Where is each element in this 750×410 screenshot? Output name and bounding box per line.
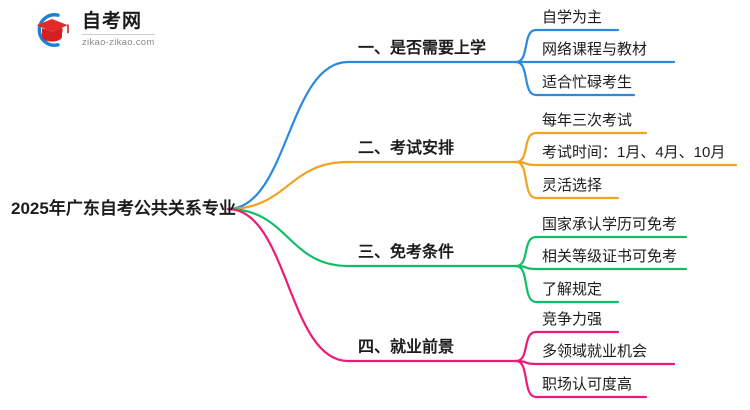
connector-line: [514, 28, 620, 64]
logo-mark-icon: [28, 10, 74, 50]
leaf-label-3-2[interactable]: 相关等级证书可免考: [542, 248, 678, 265]
leaf-label-4-2[interactable]: 多领域就业机会: [542, 343, 648, 360]
logo-title: 自考网: [82, 12, 155, 36]
leaf-label-4-3[interactable]: 职场认可度高: [542, 376, 633, 393]
branch-label-4[interactable]: 四、就业前景: [358, 339, 455, 356]
connector-line: [226, 207, 518, 268]
connector-line: [514, 235, 688, 268]
connector-line: [514, 264, 620, 304]
branch-label-3[interactable]: 三、免考条件: [358, 244, 455, 261]
leaf-label-1-3[interactable]: 适合忙碌考生: [542, 74, 633, 91]
connector-line: [514, 264, 688, 271]
leaf-label-1-1[interactable]: 自学为主: [542, 9, 603, 26]
site-logo: 自考网 zikao-zikao.com: [28, 10, 155, 50]
root-node-label[interactable]: 2025年广东自考公共关系专业: [11, 199, 236, 218]
connector-line: [514, 60, 636, 97]
connector-line: [514, 131, 648, 164]
connector-line: [514, 359, 648, 399]
connector-line: [514, 160, 620, 200]
leaf-label-2-2[interactable]: 考试时间：1月、4月、10月: [542, 144, 726, 161]
leaf-label-3-3[interactable]: 了解规定: [542, 281, 603, 298]
leaf-label-2-3[interactable]: 灵活选择: [542, 177, 603, 194]
branch-label-1[interactable]: 一、是否需要上学: [358, 40, 487, 57]
logo-text: 自考网 zikao-zikao.com: [82, 12, 155, 48]
branch-label-2[interactable]: 二、考试安排: [358, 140, 455, 157]
connector-line: [226, 60, 518, 211]
connector-line: [514, 160, 738, 167]
logo-subtitle: zikao-zikao.com: [82, 37, 155, 49]
connector-line: [226, 160, 518, 211]
connector-line: [226, 207, 518, 363]
leaf-label-2-1[interactable]: 每年三次考试: [542, 112, 633, 129]
leaf-label-4-1[interactable]: 竞争力强: [542, 311, 603, 328]
leaf-label-3-1[interactable]: 国家承认学历可免考: [542, 216, 678, 233]
leaf-label-1-2[interactable]: 网络课程与教材: [542, 41, 648, 58]
connector-line: [514, 330, 620, 363]
connector-line: [514, 359, 676, 366]
